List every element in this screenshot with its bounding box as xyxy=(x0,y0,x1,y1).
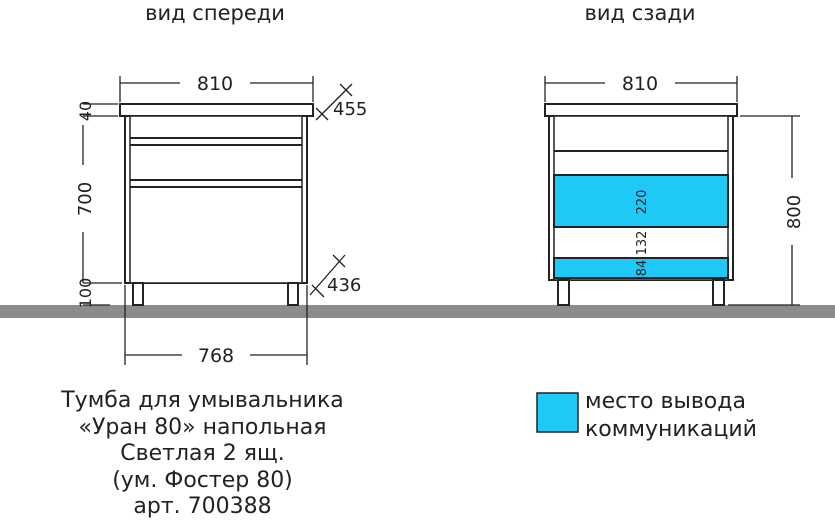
rear-width-label: 810 xyxy=(622,73,658,95)
description-line: Светлая 2 ящ. xyxy=(120,441,285,466)
article-number: арт. 700388 xyxy=(133,494,272,519)
front-dimensions xyxy=(82,76,353,365)
rear-view-title: вид сзади xyxy=(585,1,696,25)
rear-dimensions xyxy=(544,76,800,306)
product-description: Тумба для умывальника «Уран 80» напольна… xyxy=(50,388,355,521)
description-line: Тумба для умывальника xyxy=(61,388,344,413)
legend-line: место вывода xyxy=(585,389,746,414)
front-view-title: вид спереди xyxy=(145,1,285,25)
front-depth-top-label: 455 xyxy=(333,99,367,120)
description-line: (ум. Фостер 80) xyxy=(112,467,293,493)
communication-zone-upper xyxy=(553,174,729,228)
front-depth-bottom-label: 436 xyxy=(327,275,361,296)
front-width-bottom-label: 768 xyxy=(198,345,234,367)
front-height-legs-label: 100 xyxy=(76,278,95,309)
legend-line: коммуникаций xyxy=(585,417,757,442)
floor xyxy=(0,305,835,318)
zone-upper-label: 220 xyxy=(635,190,650,215)
rear-height-label: 800 xyxy=(784,195,805,229)
rear-cabinet xyxy=(544,103,738,306)
communication-zone-lower xyxy=(553,257,729,279)
front-cabinet xyxy=(119,103,314,306)
legend-swatch xyxy=(536,392,579,433)
description-line: «Уран 80» напольная xyxy=(78,414,327,440)
zone-middle-label: 132 xyxy=(635,231,650,256)
front-height-top-label: 40 xyxy=(76,101,95,121)
zone-lower-label: 84 xyxy=(635,260,650,277)
legend-label: место вывода коммуникаций xyxy=(585,388,757,444)
front-height-body-label: 700 xyxy=(75,182,96,216)
front-width-top-label: 810 xyxy=(197,73,233,95)
